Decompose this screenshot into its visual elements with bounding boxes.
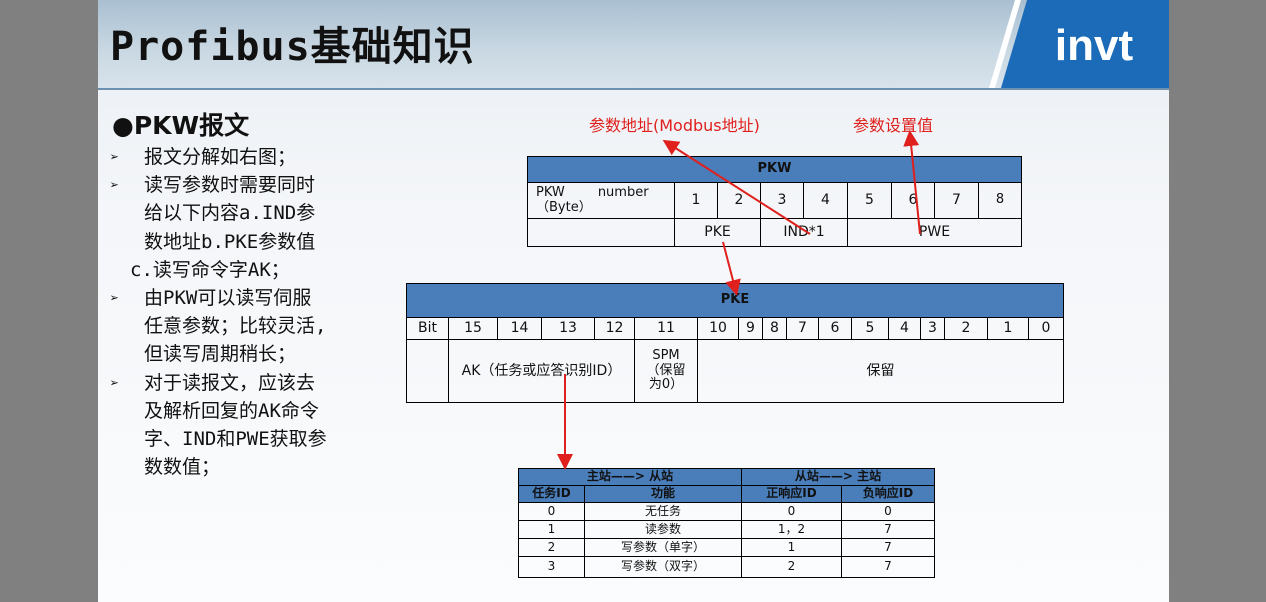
- bullet-item: ➢对于读报文，应该去: [110, 369, 380, 397]
- ak-cell: 2: [518, 538, 585, 557]
- pke-bit: 0: [1028, 317, 1064, 340]
- ak-header: 功能: [584, 485, 742, 503]
- pkw-byte: 1: [674, 182, 718, 219]
- slide: Profibus基础知识 invt ●PKW报文 ➢报文分解如右图； ➢读写参数…: [98, 0, 1169, 602]
- pkw-empty-cell: [527, 218, 675, 247]
- ak-header: 负响应ID: [841, 485, 935, 503]
- arrow-bullet-icon: ➢: [110, 289, 120, 308]
- left-margin: [0, 0, 98, 602]
- pkw-table-title: PKW: [527, 156, 1022, 183]
- section-title: ●PKW报文: [112, 111, 250, 140]
- bullet-item: ➢报文分解如右图；: [110, 143, 380, 171]
- param-address-label: 参数地址(Modbus地址): [589, 116, 760, 135]
- right-margin: [1169, 0, 1266, 602]
- bullet-list: ➢报文分解如右图； ➢读写参数时需要同时 给以下内容a.IND参 数地址b.PK…: [110, 143, 380, 481]
- pkw-group-pke: PKE: [674, 218, 761, 247]
- ak-cell: 1: [741, 538, 842, 557]
- bullet-line: 但读写周期稍长；: [144, 343, 297, 366]
- pke-bit-label: Bit: [406, 317, 449, 340]
- pke-ak-desc: AK（任务或应答识别ID）: [448, 339, 635, 403]
- pke-bit: 3: [920, 317, 945, 340]
- bullet-item: ➢由PKW可以读写伺服: [110, 284, 380, 312]
- pke-bit: 11: [634, 317, 698, 340]
- arrow-bullet-icon: ➢: [110, 176, 120, 195]
- ak-table: 主站——> 从站 从站——> 主站 任务ID 功能 正响应ID 负响应ID 0 …: [518, 468, 935, 578]
- bullet-line: 任意参数；比较灵活,: [144, 315, 327, 338]
- bullet-line: 数地址b.PKE参数值: [144, 230, 316, 253]
- ak-header: 任务ID: [518, 485, 585, 503]
- bullet-line: c.读写命令字AK；: [130, 258, 290, 281]
- ak-group-master-to-slave: 主站——> 从站: [518, 468, 742, 486]
- ak-cell: 1，2: [741, 520, 842, 539]
- pke-bit: 6: [818, 317, 852, 340]
- pkw-byte: 3: [760, 182, 804, 219]
- pke-bit: 9: [738, 317, 763, 340]
- bullet-line: 及解析回复的AK命令: [144, 399, 319, 422]
- ak-cell: 7: [841, 556, 935, 578]
- bullet-line: 给以下内容a.IND参: [144, 202, 316, 225]
- pke-bit: 14: [497, 317, 542, 340]
- pke-table-title: PKE: [406, 283, 1064, 318]
- ak-header: 正响应ID: [741, 485, 842, 503]
- pke-bit: 12: [594, 317, 635, 340]
- pkw-byte: 2: [717, 182, 761, 219]
- pke-bit: 13: [541, 317, 595, 340]
- pke-reserved: 保留: [697, 339, 1064, 403]
- pkw-group-pwe: PWE: [847, 218, 1022, 247]
- pkw-byte: 7: [934, 182, 979, 219]
- invt-logo: invt: [989, 0, 1169, 88]
- pke-empty-cell: [406, 339, 449, 403]
- pke-table: PKE Bit 15 14 13 12 11 10 9 8 7 6 5 4 3 …: [406, 283, 1064, 403]
- ak-cell: 读参数: [584, 520, 742, 539]
- page-title: Profibus基础知识: [110, 24, 475, 70]
- pke-bit: 7: [786, 317, 819, 340]
- pkw-row-label: PKW number （Byte）: [527, 182, 675, 219]
- bullet-line: 数数值；: [144, 456, 221, 479]
- pke-bit: 15: [448, 317, 498, 340]
- ak-cell: 写参数（单字）: [584, 538, 742, 557]
- pkw-byte: 5: [847, 182, 892, 219]
- logo-text: invt: [1055, 21, 1134, 70]
- param-value-label: 参数设置值: [853, 116, 934, 135]
- pke-bit: 2: [944, 317, 988, 340]
- ak-cell: 1: [518, 520, 585, 539]
- ak-cell: 7: [841, 538, 935, 557]
- pkw-group-ind: IND*1: [760, 218, 848, 247]
- bullet-item: ➢读写参数时需要同时: [110, 171, 380, 199]
- slide-header: Profibus基础知识 invt: [98, 0, 1169, 90]
- ak-group-slave-to-master: 从站——> 主站: [741, 468, 935, 486]
- ak-cell: 7: [841, 520, 935, 539]
- ak-cell: 写参数（双字）: [584, 556, 742, 578]
- ak-cell: 0: [518, 502, 585, 521]
- pkw-byte: 6: [891, 182, 935, 219]
- bullet-line: 字、IND和PWE获取参: [144, 428, 327, 451]
- ak-cell: 2: [741, 556, 842, 578]
- ak-cell: 0: [841, 502, 935, 521]
- pke-bit: 8: [762, 317, 787, 340]
- pke-bit: 5: [851, 317, 889, 340]
- ak-cell: 0: [741, 502, 842, 521]
- pkw-byte: 8: [978, 182, 1022, 219]
- ak-cell: 无任务: [584, 502, 742, 521]
- arrow-bullet-icon: ➢: [110, 373, 120, 392]
- pkw-byte: 4: [803, 182, 848, 219]
- ak-cell: 3: [518, 556, 585, 578]
- arrow-bullet-icon: ➢: [110, 148, 120, 166]
- pke-bit: 4: [888, 317, 921, 340]
- pke-bit: 10: [697, 317, 739, 340]
- pkw-table: PKW PKW number （Byte） 1 2 3 4 5 6 7 8 PK…: [527, 156, 1022, 247]
- pke-bit: 1: [987, 317, 1029, 340]
- pke-spm-desc: SPM （保留 为0）: [634, 339, 698, 403]
